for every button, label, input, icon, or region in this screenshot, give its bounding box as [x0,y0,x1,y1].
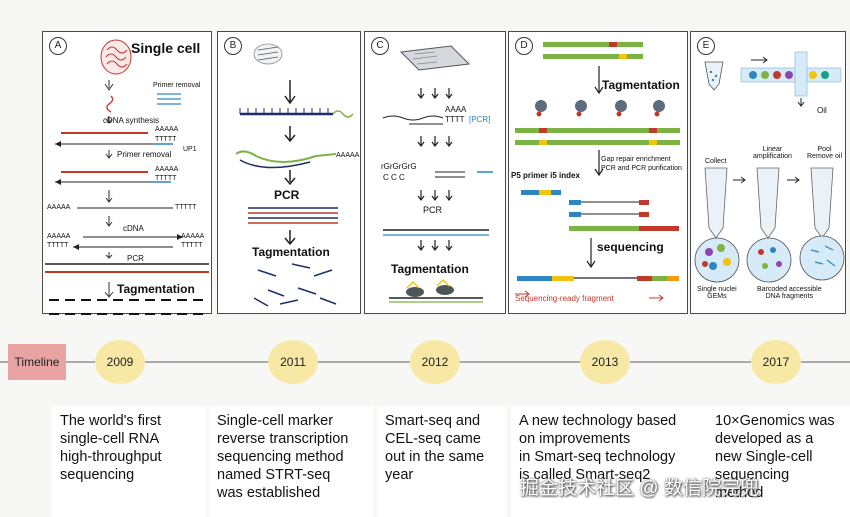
panel-a-tagmentation: Tagmentation [117,282,195,296]
panel-a-ttttt-right: TTTTT [175,204,197,211]
panel-c-ccc: C C C [383,173,405,182]
panel-c-pcr: PCR [423,205,443,215]
desc-2009: The world's first single-cell RNA high-t… [52,406,206,517]
panel-d: D T [508,31,688,314]
panel-c: C AAAA TTTT [PCR] rGrGrGrG C C C PCR Tag… [364,31,506,314]
desc-2013: A new technology based on improvements i… [511,406,707,517]
panel-d-p5-primer: P5 primer i5 index [511,171,580,180]
panel-e-drawing [694,51,845,283]
microfluidic-chip-icon [399,45,471,71]
panel-c-drawing [382,45,493,303]
panel-a-ttttt-2: TTTTT [155,175,177,182]
panel-c-rgrgrg: rGrGrGrG [381,162,417,171]
panel-e-label: E [697,37,715,55]
panel-c-label: C [371,37,389,55]
panel-c-tttt: TTTT [445,115,465,124]
year-2012: 2012 [410,340,460,384]
tube-icon-small [704,61,724,91]
panel-d-label: D [515,37,533,55]
year-2009: 2009 [95,340,145,384]
panel-a-cdna: cDNA [123,224,144,233]
panel-e-oil: Oil [817,106,827,115]
panel-a-pcr: PCR [127,254,144,263]
panel-a-aaaaa-2: AAAAA [155,166,179,173]
panel-b-tagmentation: Tagmentation [252,245,330,259]
panel-d-drawing [515,42,680,302]
panel-a-title: Single cell [131,40,201,56]
panel-a-ttttt-1: TTTTT [155,136,177,143]
panel-a-label: A [49,37,67,55]
panel-c-aaaa: AAAA [445,105,467,114]
panel-e-linear-amp: Linear amplification [753,146,792,160]
panel-d-tagmentation: Tagmentation [602,78,680,92]
panel-a-primer-removal: Primer removal [117,150,172,159]
year-2017: 2017 [751,340,801,384]
panel-c-tagmentation: Tagmentation [391,262,469,276]
panel-a-aaaaa-3: AAAAA [47,233,71,240]
panel-d-sequencing: sequencing [597,240,664,254]
panel-a-aaaaa-1: AAAAA [155,126,179,133]
watermark: 掘金技术社区 @ 数信院完兜 [520,478,759,499]
panel-e-collect: Collect [705,158,727,165]
panel-e-single-nuclei: Single nuclei GEMs [697,286,737,300]
panel-a-ttttt-3: TTTTT [47,242,69,249]
panel-b: B AAAAA PCR Tagmentation [217,31,361,314]
panel-a-ttttt-4: TTTTT [181,242,203,249]
panel-a-aaaaa-4: AAAAA [181,233,205,240]
panel-e-barcoded: Barcoded accessible DNA fragments [757,286,822,300]
year-2011: 2011 [268,340,318,384]
panel-d-pcr-purification: PCR and PCR purification [601,165,682,172]
panel-e-pool: Pool Remove oil [807,146,843,160]
desc-2012: Smart-seq and CEL-seq came out in the sa… [377,406,507,517]
panel-c-pcr-bracket: [PCR] [469,115,491,124]
panel-a-cdna-synthesis: cDNA synthesis [103,116,160,125]
timeline-label: Timeline [8,344,66,380]
panel-b-drawing [235,43,354,307]
panel-b-label: B [224,37,242,55]
panel-a-aaaaa-left: AAAAA [47,204,71,211]
panel-e: E Oi [690,31,846,314]
desc-2017: 10×Genomics was developed as a new Singl… [707,406,850,517]
desc-2011: Single-cell marker reverse transcription… [209,406,373,517]
panel-b-pcr: PCR [274,188,300,202]
panel-d-ready-fragment: Sequencing-ready fragment [515,294,614,303]
panel-a: A Single cell Primer removal cDNA synt [42,31,212,315]
panel-a-up1: UP1 [183,146,197,153]
year-2013: 2013 [580,340,630,384]
panel-b-aaaaa: AAAAA [336,152,360,159]
panel-a-drawing [45,39,209,315]
panel-a-primer-removal-top: Primer removal [153,82,201,89]
panel-d-gap-repair: Gap repair enrichment [601,156,671,163]
